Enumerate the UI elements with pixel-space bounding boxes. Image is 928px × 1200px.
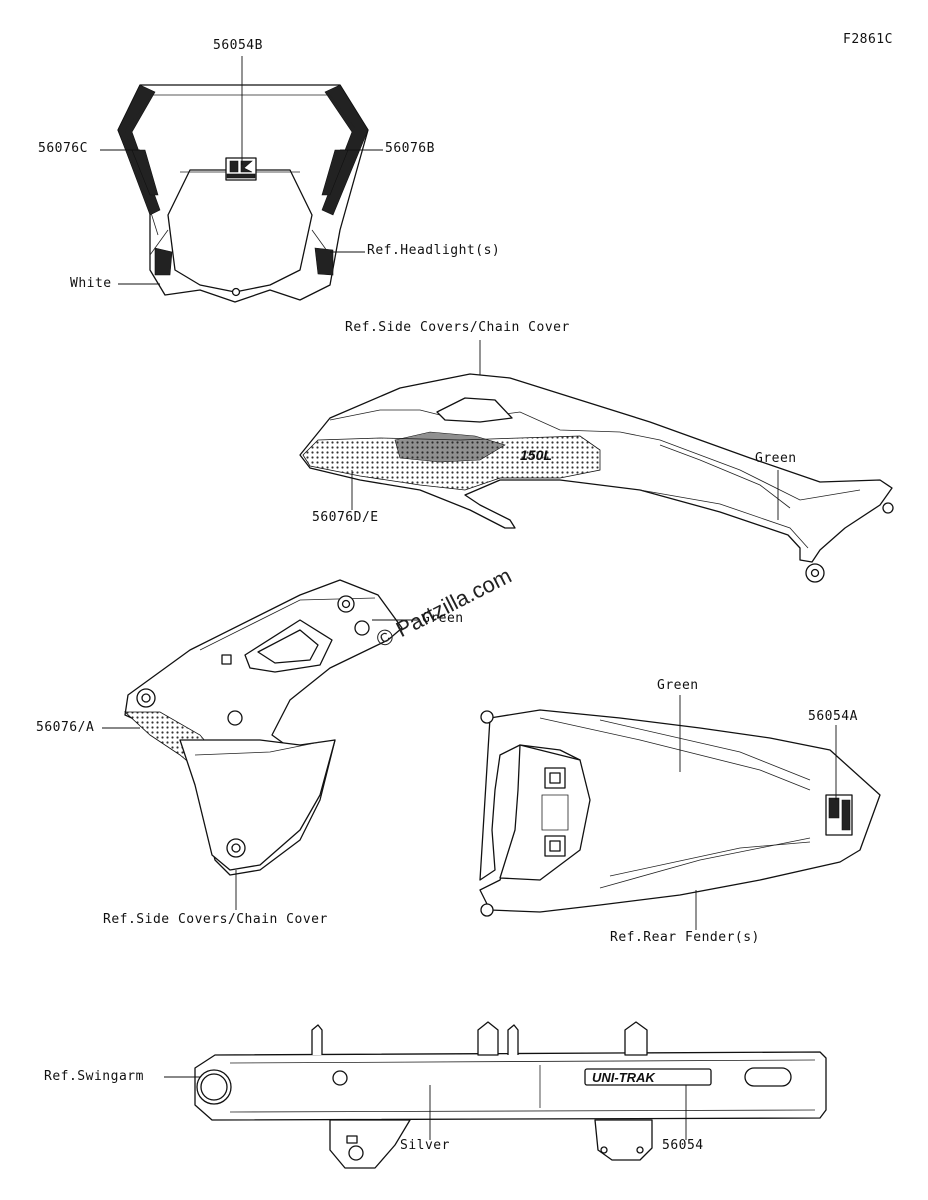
label-56054b: 56054B <box>213 38 263 53</box>
label-ref-rear-fender: Ref.Rear Fender(s) <box>610 930 760 945</box>
uni-trak-decal-text: UNI-TRAK <box>592 1070 656 1085</box>
label-ref-side-covers-bottom: Ref.Side Covers/Chain Cover <box>103 912 328 927</box>
label-green-fender: Green <box>657 678 699 693</box>
label-ref-headlight: Ref.Headlight(s) <box>367 243 501 258</box>
headlight-cowl <box>117 84 369 303</box>
swingarm: UNI-TRAK <box>194 1021 827 1169</box>
label-56076b: 56076B <box>385 141 435 156</box>
chain-cover <box>123 579 403 876</box>
label-ref-side-covers-top: Ref.Side Covers/Chain Cover <box>345 320 570 335</box>
label-56076d-e: 56076D/E <box>312 510 379 525</box>
label-56054: 56054 <box>662 1138 704 1153</box>
label-56054a: 56054A <box>808 709 858 724</box>
label-56076-a: 56076/A <box>36 720 95 735</box>
figure-id: F2861C <box>843 32 893 47</box>
side-cover-model-script: 150L <box>520 447 552 463</box>
label-ref-swingarm: Ref.Swingarm <box>44 1069 144 1084</box>
label-green-side-cover: Green <box>755 451 797 466</box>
label-silver: Silver <box>400 1138 450 1153</box>
label-56076c: 56076C <box>38 141 88 156</box>
rear-fender <box>479 709 881 917</box>
label-green-chain-cover: Green <box>422 611 464 626</box>
side-cover: 150L <box>299 373 894 583</box>
label-white: White <box>70 276 112 291</box>
